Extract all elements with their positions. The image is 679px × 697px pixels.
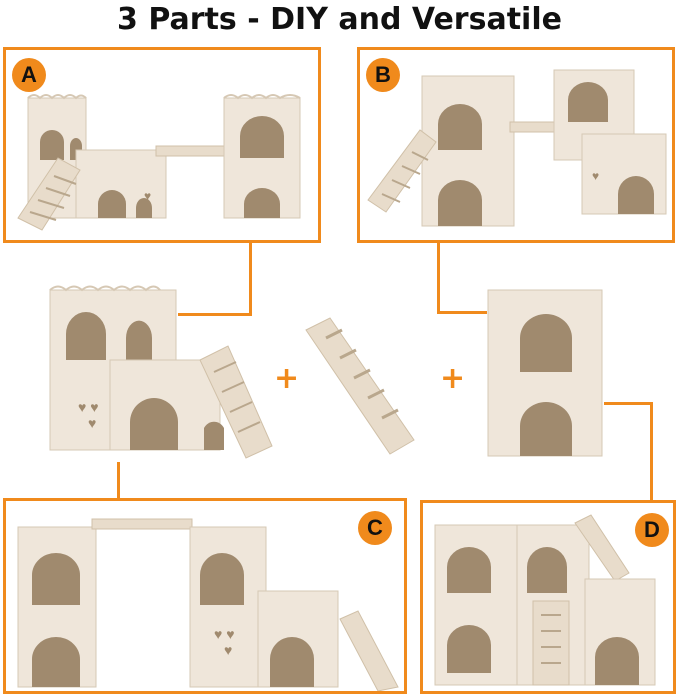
plus-sign-2: + xyxy=(440,361,466,396)
connector-d xyxy=(650,404,653,502)
panel-a-illustration: ♥ xyxy=(17,94,301,231)
plus-sign-1: + xyxy=(274,361,300,396)
panel-b: B ♥ xyxy=(357,47,675,243)
panel-b-badge: B xyxy=(366,58,400,92)
heart-icon: ♥ xyxy=(224,642,232,658)
panel-d: D xyxy=(420,500,676,694)
panel-b-illustration: ♥ xyxy=(367,69,667,227)
connector-a xyxy=(249,243,252,315)
panel-c: C ♥ ♥ ♥ xyxy=(3,498,407,694)
connector-b xyxy=(437,243,440,313)
panel-c-badge: C xyxy=(358,511,392,545)
panel-d-illustration xyxy=(434,514,656,686)
connector-c xyxy=(117,462,120,500)
page-title: 3 Parts - DIY and Versatile xyxy=(117,2,562,37)
panel-a: A ♥ xyxy=(3,47,321,243)
panel-d-badge: D xyxy=(635,513,669,547)
heart-icon: ♥ xyxy=(88,415,96,431)
panel-a-badge: A xyxy=(12,58,46,92)
connector-d-h xyxy=(604,402,653,405)
connector-b-h xyxy=(437,311,487,314)
connector-a-h xyxy=(178,313,252,316)
heart-icon: ♥ ♥ xyxy=(78,399,99,415)
heart-icon: ♥ xyxy=(144,189,151,203)
heart-icon: ♥ xyxy=(592,169,599,183)
panel-c-illustration: ♥ ♥ ♥ xyxy=(17,518,399,691)
heart-icon: ♥ ♥ xyxy=(214,626,235,642)
